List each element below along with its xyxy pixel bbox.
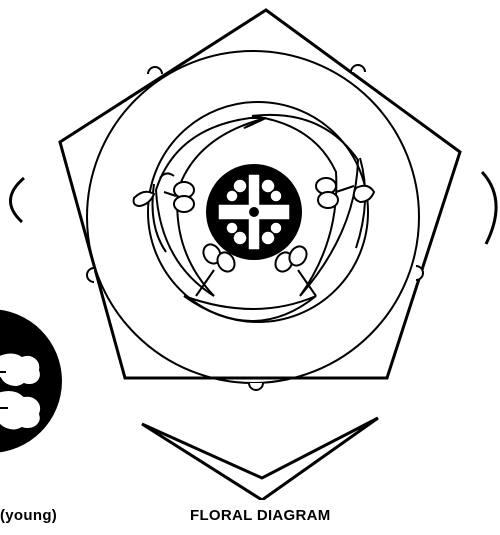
lower-bract-v — [142, 418, 378, 500]
stamen-upper-right — [316, 178, 354, 208]
ovary-cross-section — [206, 164, 302, 260]
right-bract — [482, 172, 496, 244]
young-section-caption: (young) — [0, 507, 57, 524]
left-bract — [10, 178, 24, 222]
young-ovary-section — [0, 309, 62, 453]
floral-diagram-caption: FLORAL DIAGRAM — [190, 507, 331, 524]
right-staminode — [354, 186, 374, 202]
floral-diagram-figure — [0, 0, 500, 500]
stamen-upper-left — [164, 182, 194, 212]
